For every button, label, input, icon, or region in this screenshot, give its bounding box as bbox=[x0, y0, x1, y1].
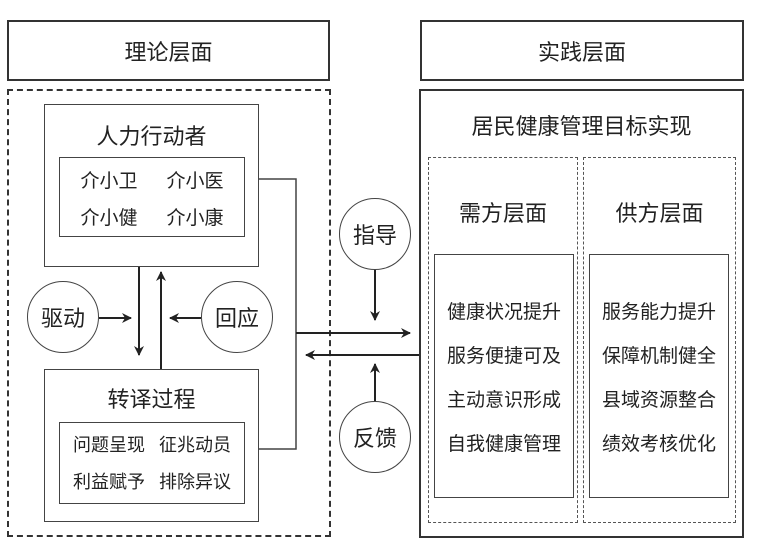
demand-item: 健康状况提升 bbox=[446, 300, 561, 323]
theory-header: 理论层面 bbox=[7, 20, 330, 81]
response-node: 回应 bbox=[201, 281, 273, 353]
guide-label: 指导 bbox=[352, 224, 397, 249]
feedback-node: 反馈 bbox=[339, 401, 411, 473]
supply-item: 服务能力提升 bbox=[601, 300, 716, 323]
actors-title: 人力行动者 bbox=[96, 125, 207, 150]
translation-item: 排除异议 bbox=[159, 472, 231, 493]
supply-list: 服务能力提升 保障机制健全 县域资源整合 绩效考核优化 bbox=[589, 254, 729, 498]
supply-item: 县域资源整合 bbox=[601, 388, 716, 411]
theory-container bbox=[7, 89, 331, 537]
actors-list: 介小卫 介小医 介小健 介小康 bbox=[59, 157, 245, 237]
supply-title: 供方层面 bbox=[615, 202, 704, 227]
demand-column: 需方层面 健康状况提升 服务便捷可及 主动意识形成 自我健康管理 bbox=[428, 157, 578, 523]
actor-item: 介小健 bbox=[80, 207, 138, 229]
demand-item: 主动意识形成 bbox=[446, 388, 561, 411]
demand-item: 自我健康管理 bbox=[446, 432, 561, 455]
practice-header: 实践层面 bbox=[420, 20, 744, 81]
supply-item: 绩效考核优化 bbox=[601, 432, 716, 455]
practice-header-label: 实践层面 bbox=[537, 40, 626, 66]
response-label: 回应 bbox=[214, 307, 259, 332]
guide-node: 指导 bbox=[339, 198, 411, 270]
feedback-label: 反馈 bbox=[352, 427, 397, 452]
demand-list: 健康状况提升 服务便捷可及 主动意识形成 自我健康管理 bbox=[434, 254, 574, 498]
supply-column: 供方层面 服务能力提升 保障机制健全 县域资源整合 绩效考核优化 bbox=[583, 157, 736, 523]
demand-item: 服务便捷可及 bbox=[446, 344, 561, 367]
demand-title: 需方层面 bbox=[458, 202, 547, 227]
translation-box: 转译过程 问题呈现 征兆动员 利益赋予 排除异议 bbox=[44, 369, 259, 522]
practice-container: 居民健康管理目标实现 bbox=[419, 89, 744, 538]
supply-item: 保障机制健全 bbox=[601, 344, 716, 367]
actor-item: 介小卫 bbox=[80, 170, 138, 192]
translation-item: 征兆动员 bbox=[159, 435, 231, 456]
actors-box: 人力行动者 介小卫 介小医 介小健 介小康 bbox=[44, 104, 259, 267]
theory-header-label: 理论层面 bbox=[124, 40, 213, 66]
goal-title: 居民健康管理目标实现 bbox=[471, 115, 692, 140]
drive-node: 驱动 bbox=[27, 281, 99, 353]
translation-item: 利益赋予 bbox=[73, 472, 145, 493]
drive-label: 驱动 bbox=[40, 307, 85, 332]
translation-item: 问题呈现 bbox=[73, 435, 145, 456]
translation-title: 转译过程 bbox=[107, 388, 196, 413]
actor-item: 介小医 bbox=[166, 170, 224, 192]
actor-item: 介小康 bbox=[166, 207, 224, 229]
translation-list: 问题呈现 征兆动员 利益赋予 排除异议 bbox=[59, 422, 245, 504]
